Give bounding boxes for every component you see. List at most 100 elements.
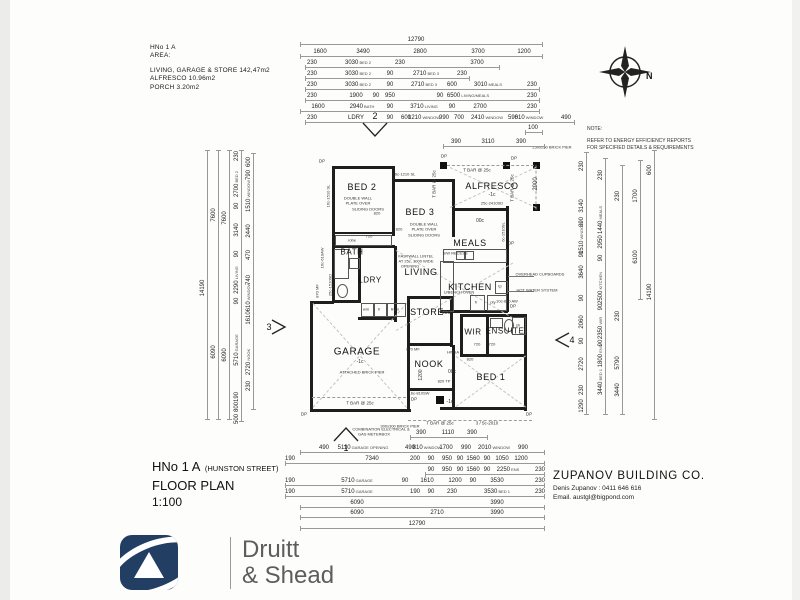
dimension-label: 5710 GARAGE xyxy=(234,334,240,366)
plan-annotation: 720 xyxy=(488,341,496,347)
plan-annotation: DP xyxy=(318,158,326,164)
dimension-label: 3440 BED 1 xyxy=(598,368,604,396)
room-label: BED 2 xyxy=(347,182,377,192)
drawing-scale: 1:100 xyxy=(152,495,183,509)
dimension-line xyxy=(603,158,608,415)
plan-annotation: DP xyxy=(525,411,533,417)
room-label: BED 1 xyxy=(476,372,506,382)
dimension-line xyxy=(305,65,500,70)
dimension-label: 230 xyxy=(234,150,240,162)
builder-email: Email. austgl@bigpond.com xyxy=(553,494,635,502)
section-marker-number: 1 xyxy=(343,443,349,453)
fixture xyxy=(334,249,349,279)
wall-segment xyxy=(407,388,454,391)
dimension-label: 100 xyxy=(527,125,539,131)
plan-annotation: 16c-1210 SL xyxy=(392,171,416,177)
plan-annotation: 16c-1510 SL xyxy=(325,184,331,208)
dimension-label: 990 xyxy=(438,115,450,121)
dimension-label: 1700 xyxy=(633,189,639,203)
section-marker-number: 4 xyxy=(569,335,575,345)
dimension-label: 12790 xyxy=(407,37,425,43)
dimension-label: 390 xyxy=(515,139,527,145)
dimension-label: 470 xyxy=(246,249,252,261)
dimension-label: 190 xyxy=(284,489,296,495)
plan-annotation: DP xyxy=(300,411,308,417)
plan-annotation: SLIDING DOORS xyxy=(408,232,440,238)
room-label: NOOK xyxy=(414,359,444,369)
room-label: KITCHEN xyxy=(448,282,492,292)
plan-annotation: T BAR @ 25c xyxy=(431,170,437,198)
plan-annotation: -1c xyxy=(356,359,364,365)
room-label: MEALS xyxy=(453,238,487,248)
dimension-label: 190 xyxy=(284,478,296,484)
dashed-line xyxy=(312,397,406,398)
dimension-label: 5790 xyxy=(615,356,621,370)
dimension-label: 2710 BED 3 xyxy=(412,71,440,77)
dimension-label: 230 xyxy=(534,467,546,473)
dimension-line xyxy=(239,150,244,422)
dimension-label: LDRY xyxy=(348,115,364,121)
dimension-line xyxy=(525,130,543,135)
dimension-line xyxy=(305,120,575,125)
dimension-label: 230 xyxy=(306,93,318,99)
dimension-label: 230 xyxy=(246,380,252,392)
dimension-label: 2720 xyxy=(579,357,585,371)
dimension-label: 230 xyxy=(456,71,468,77)
fixture xyxy=(465,251,474,260)
dimension-label: 1200 xyxy=(517,49,531,55)
dimension-label: 3990 xyxy=(490,510,504,516)
dimension-label: 2710 BED 3 xyxy=(410,82,438,88)
dimension-label: 6090 xyxy=(222,348,228,362)
room-label: LDRY xyxy=(358,275,382,285)
leader-line xyxy=(508,291,534,292)
dimension-label: 600 xyxy=(647,164,653,176)
wall-segment xyxy=(358,246,361,303)
dimension-label: 1510 WINDOW xyxy=(246,179,252,213)
dimension-line xyxy=(410,435,488,440)
dimension-label: 90 xyxy=(579,250,585,258)
wall-segment xyxy=(460,314,526,317)
plan-annotation: 00c xyxy=(441,310,451,316)
dimension-label: 2950 xyxy=(598,235,604,249)
dimension-label: 590 xyxy=(507,115,519,121)
plan-annotation: 300x300 BRICK PIER xyxy=(380,423,420,429)
dimension-label: 2290 LIVING xyxy=(234,266,240,294)
dimension-label: 230 xyxy=(615,310,621,322)
wall-segment xyxy=(524,314,527,411)
plan-annotation: T BAR @ 25c xyxy=(346,400,374,406)
dimension-label: 390 xyxy=(466,430,478,436)
dimension-label: 1290 xyxy=(579,399,585,413)
dimension-label: 790 xyxy=(246,169,252,181)
energy-note: NOTE: REFER TO ENERGY EFFICIENCY REPORTS… xyxy=(587,126,694,153)
dimension-label: 1510 WINDOW xyxy=(579,221,585,255)
plan-annotation: SLIDING DOORS xyxy=(352,206,384,212)
dimension-label: 3530 xyxy=(490,478,504,484)
area-label: AREA: xyxy=(150,52,171,60)
dimension-line xyxy=(300,42,543,47)
plan-annotation: 10c-610 AW xyxy=(496,298,518,304)
dimension-label: 1600 xyxy=(311,104,325,110)
plan-annotation: HOT WATER SYSTEM xyxy=(516,287,558,293)
dimension-line xyxy=(285,461,545,466)
section-marker xyxy=(362,122,388,138)
dimension-label: 1440 MEALS xyxy=(598,205,604,235)
dimension-label: 6090 xyxy=(350,500,364,506)
dimension-label: 190 xyxy=(284,456,296,462)
wall-segment xyxy=(332,166,335,303)
dimension-label: 390 xyxy=(415,430,427,436)
wall-segment xyxy=(460,354,526,357)
dimension-label: 1610 xyxy=(246,311,252,325)
fixture xyxy=(387,303,406,317)
plan-annotation: wm xyxy=(362,306,370,312)
dimension-label: 2700 BED 2 xyxy=(234,170,240,198)
room-label: WIR xyxy=(464,327,482,337)
dimension-label: 800 xyxy=(234,401,240,413)
leader-line xyxy=(508,276,534,277)
dimension-label: 1800 ENS xyxy=(598,344,604,368)
plan-annotation: 16c-810SW xyxy=(408,390,430,396)
druitt-shead-logo-icon xyxy=(120,535,178,590)
dimension-label: 90 xyxy=(598,254,604,262)
dimension-label: 3110 xyxy=(481,139,495,145)
dimension-label: 90 xyxy=(372,93,380,99)
note-title: NOTE: xyxy=(587,126,603,132)
